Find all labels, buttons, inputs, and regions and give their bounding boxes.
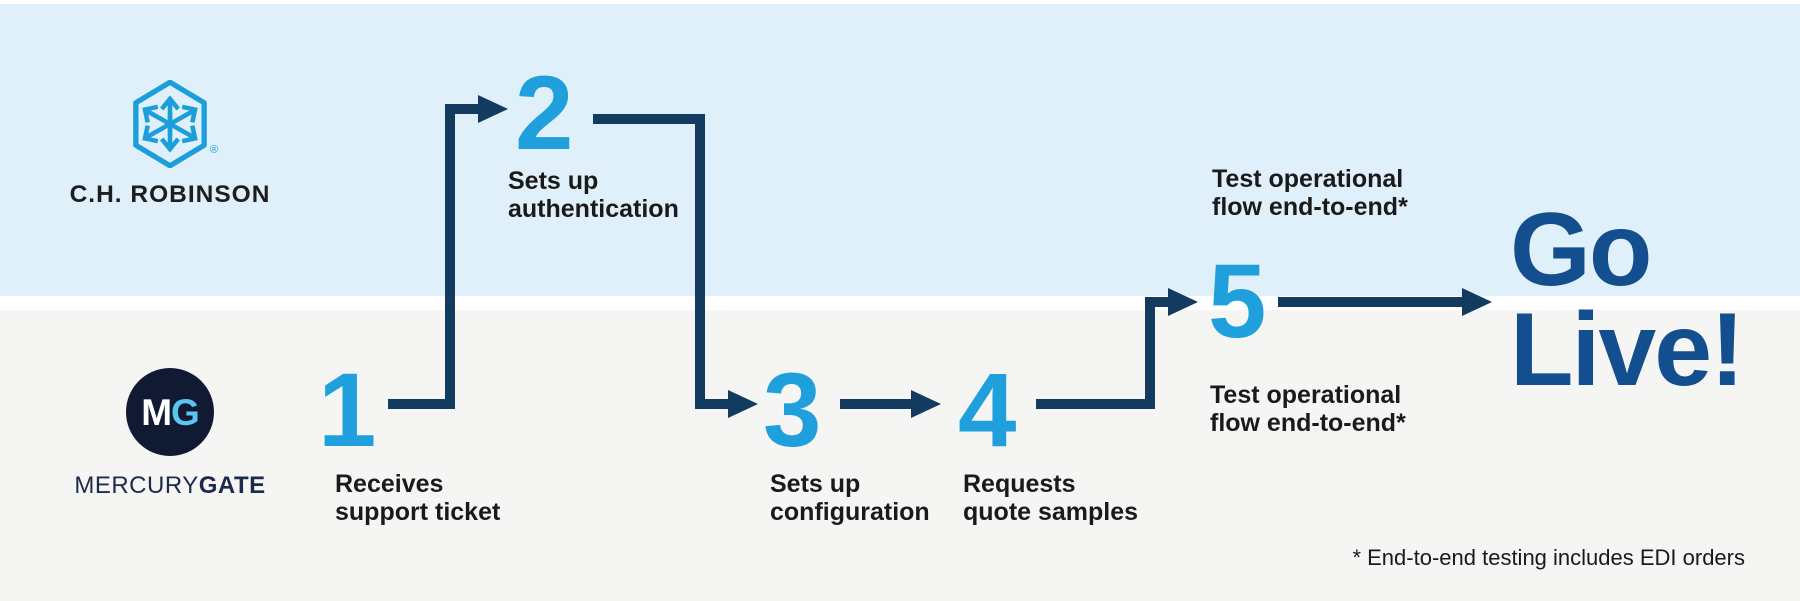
mercurygate-circle-icon: MG <box>126 368 214 456</box>
mg-wordmark-regular: MERCURY <box>74 472 199 499</box>
chrobinson-lane <box>0 4 1800 296</box>
mg-wordmark: MERCURYGATE <box>64 472 276 500</box>
footnote: * End-to-end testing includes EDI orders <box>1352 545 1745 570</box>
arrow-1-to-2 <box>388 104 479 409</box>
arrow-2-to-3 <box>593 114 729 409</box>
arrow-4-to-5 <box>1036 297 1169 409</box>
arrowhead-1-to-2 <box>478 95 508 123</box>
chrobinson-logo: ® C.H. ROBINSON <box>64 80 276 209</box>
mg-monogram: MG <box>141 391 200 433</box>
step-1-label: Receives support ticket <box>335 470 501 526</box>
mercurygate-lane <box>0 310 1800 601</box>
step-2-label: Sets up authentication <box>508 167 679 223</box>
step-5-number: 5 <box>1208 243 1267 360</box>
mg-monogram-m: M <box>141 391 172 433</box>
step-1-number: 1 <box>318 352 377 469</box>
chr-registered-mark: ® <box>210 144 219 156</box>
mg-monogram-g: G <box>171 391 200 433</box>
chrobinson-hexagon-icon <box>133 80 207 168</box>
chr-wordmark: C.H. ROBINSON <box>69 181 271 208</box>
arrowhead-3-to-4 <box>911 390 941 418</box>
mercurygate-logo: MG MERCURYGATE <box>64 368 276 500</box>
step-4-label: Requests quote samples <box>963 470 1139 526</box>
arrowhead-4-to-5 <box>1168 288 1198 316</box>
step-3-number: 3 <box>763 352 822 469</box>
step-5-label-top: Test operational flow end-to-end* <box>1212 165 1408 221</box>
mg-wordmark-bold: GATE <box>198 472 266 499</box>
step-4-number: 4 <box>958 352 1017 469</box>
step-2-number: 2 <box>515 55 574 172</box>
step-3-label: Sets up configuration <box>770 470 930 526</box>
go-live-text: Go Live! <box>1510 192 1745 408</box>
arrowhead-2-to-3 <box>728 390 758 418</box>
step-5-label-bottom: Test operational flow end-to-end* <box>1210 381 1406 437</box>
arrowhead-5-to-golive <box>1462 288 1492 316</box>
